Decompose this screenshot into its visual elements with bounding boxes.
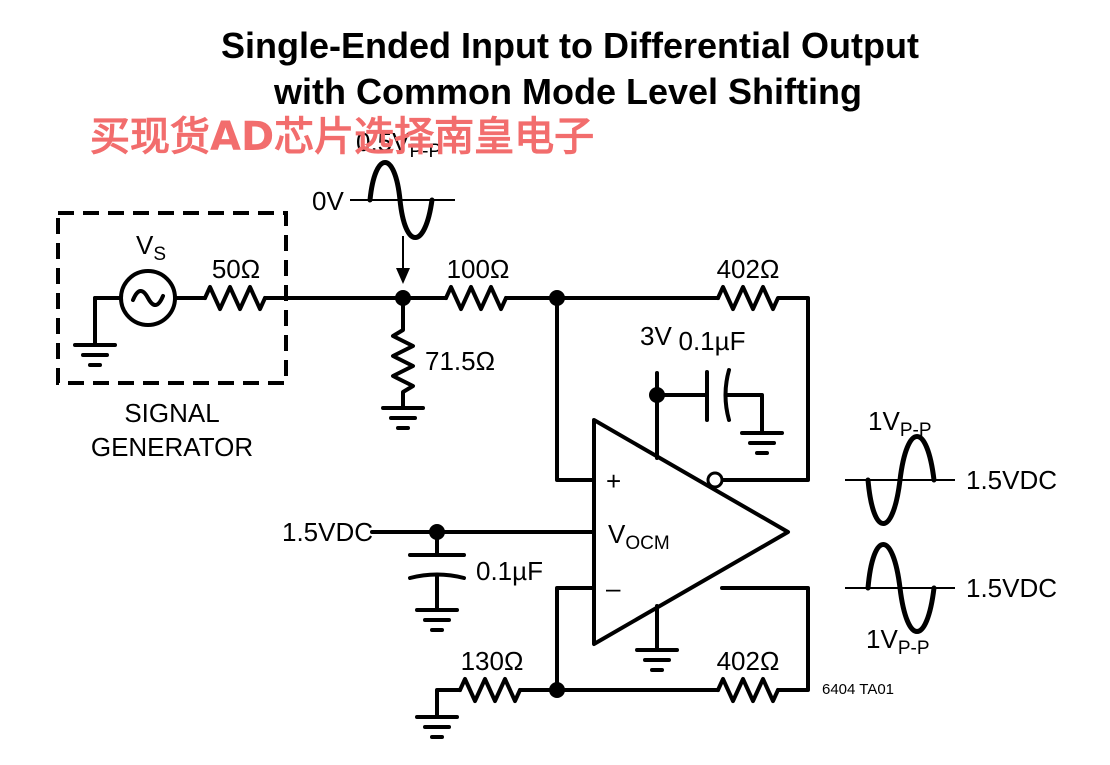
resistor-402-bottom-label: 402Ω	[717, 646, 780, 676]
source-label: VS	[136, 230, 166, 265]
title-line-1: Single-Ended Input to Differential Outpu…	[221, 25, 919, 66]
plus-input-wire	[555, 296, 596, 482]
generator-ground-icon	[73, 343, 117, 367]
vocm-ground-icon	[415, 608, 459, 632]
output-top-amplitude: 1VP-P	[868, 406, 932, 441]
vocm-pin-label: VOCM	[608, 519, 670, 554]
minus-input-node	[549, 682, 565, 698]
input-waveform-icon	[367, 160, 435, 240]
input-amplitude-label: 0.5VP-P	[356, 127, 441, 162]
resistor-402-top-icon	[716, 285, 810, 482]
minus-input-wire	[555, 586, 596, 692]
title-line-2: with Common Mode Level Shifting	[273, 71, 862, 112]
figure-id: 6404 TA01	[822, 681, 894, 698]
resistor-71-5-icon	[391, 296, 415, 410]
inverting-output-bubble	[706, 471, 724, 489]
resistor-402-top-label: 402Ω	[717, 254, 780, 284]
output-bottom-waveform-icon	[865, 542, 937, 634]
resistor-100-icon	[444, 285, 508, 311]
resistor-130-label: 130Ω	[461, 646, 524, 676]
resistor-130-icon	[458, 677, 522, 703]
signal-label-1: SIGNAL	[124, 398, 219, 428]
resistor-71-5-label: 71.5Ω	[425, 346, 495, 376]
minus-sign: –	[606, 573, 621, 603]
output-top-dc-label: 1.5VDC	[966, 465, 1057, 495]
noninv-output-wire	[720, 586, 810, 692]
resistor-50-icon	[203, 285, 267, 311]
r130-ground-icon	[415, 715, 459, 739]
output-top-waveform-icon	[865, 434, 937, 526]
supply-cap-ground-wire	[725, 393, 764, 435]
resistor-100-label: 100Ω	[447, 254, 510, 284]
plus-sign: +	[606, 466, 621, 496]
input-baseline-label: 0V	[312, 186, 344, 216]
r130-ground-wire	[435, 688, 462, 719]
output-bottom-dc-label: 1.5VDC	[966, 573, 1057, 603]
supply-label: 3V	[640, 321, 672, 351]
vocm-cap-label: 0.1µF	[476, 556, 543, 586]
vocm-input-label: 1.5VDC	[282, 517, 373, 547]
watermark-text: 买现货AD芯片选择南皇电子	[90, 114, 594, 160]
ac-source-icon	[119, 269, 177, 327]
input-arrow-icon	[396, 268, 410, 284]
term-ground-icon	[381, 406, 425, 430]
amp-ground-icon	[635, 648, 679, 672]
signal-label-2: GENERATOR	[91, 432, 253, 462]
resistor-50-label: 50Ω	[212, 254, 260, 284]
supply-ground-icon	[740, 431, 784, 455]
supply-cap-label: 0.1µF	[678, 326, 745, 356]
output-bottom-amplitude: 1VP-P	[866, 624, 930, 659]
resistor-402-bottom-icon	[716, 677, 780, 703]
